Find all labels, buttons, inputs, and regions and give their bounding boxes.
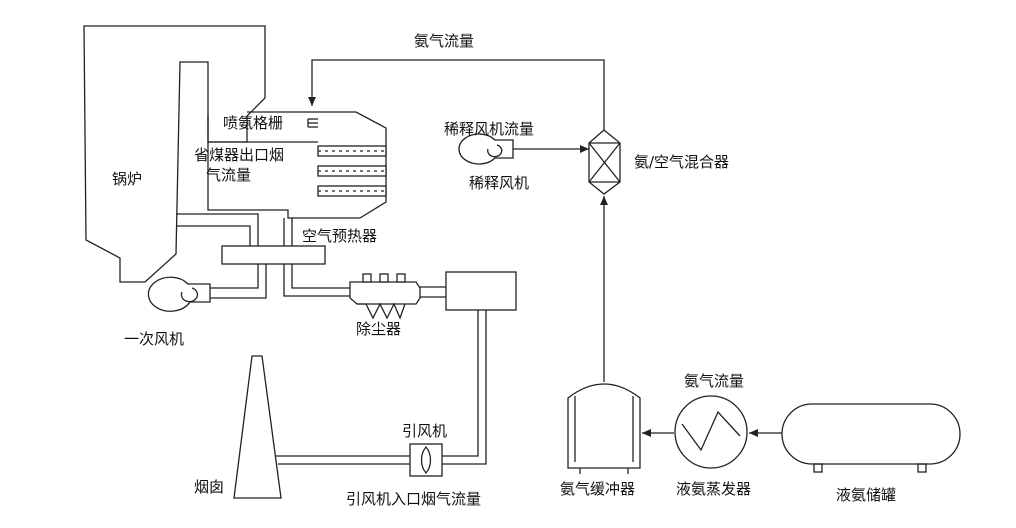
label-economizer-flow-1: 省煤器出口烟 — [194, 146, 284, 164]
label-dilution-fan: 稀释风机 — [469, 174, 529, 192]
label-chimney: 烟囱 — [194, 478, 224, 496]
storage-tank-icon — [781, 403, 961, 473]
primary-fan-ducts — [206, 264, 267, 299]
mixer-icon — [588, 129, 621, 195]
label-dilution-fan-flow: 稀释风机流量 — [444, 120, 534, 138]
dust-collector — [349, 273, 421, 320]
label-ammonia-grid: 喷氨格栅 — [223, 114, 283, 132]
label-dust-collector: 除尘器 — [356, 320, 401, 338]
label-storage-tank: 液氨储罐 — [836, 486, 896, 504]
chimney-icon — [233, 355, 282, 499]
label-primary-fan: 一次风机 — [124, 330, 184, 348]
label-induced-fan: 引风机 — [402, 422, 447, 440]
label-ammonia-flow-top: 氨气流量 — [414, 32, 474, 50]
induced-fan-duct — [276, 310, 487, 465]
label-mixer: 氨/空气混合器 — [634, 153, 729, 171]
ammonia-line-top — [308, 59, 605, 130]
catalyst-layers — [317, 145, 387, 197]
air-preheater — [221, 245, 326, 265]
equipment-box — [445, 271, 517, 311]
label-air-preheater: 空气预热器 — [302, 227, 377, 245]
label-evaporator: 液氨蒸发器 — [676, 480, 751, 498]
boiler — [83, 25, 266, 283]
ammonia-grid-icon — [307, 118, 318, 128]
label-ammonia-buffer: 氨气缓冲器 — [560, 480, 635, 498]
label-economizer-flow-2: 气流量 — [206, 166, 251, 184]
label-induced-fan-inlet-flow: 引风机入口烟气流量 — [346, 490, 481, 508]
dilution-fan-icon — [458, 133, 514, 165]
label-boiler: 锅炉 — [112, 170, 142, 188]
preheater-outlet-ducts — [283, 264, 350, 297]
ammonia-buffer-icon — [567, 383, 641, 474]
induced-fan-icon — [409, 443, 443, 477]
primary-fan-icon — [147, 276, 211, 312]
dust-to-box-duct — [420, 286, 446, 298]
flue-duct — [176, 213, 293, 246]
scr-reactor — [207, 111, 387, 219]
evaporator-icon — [674, 395, 748, 469]
label-ammonia-flow-bottom: 氨气流量 — [684, 372, 744, 390]
